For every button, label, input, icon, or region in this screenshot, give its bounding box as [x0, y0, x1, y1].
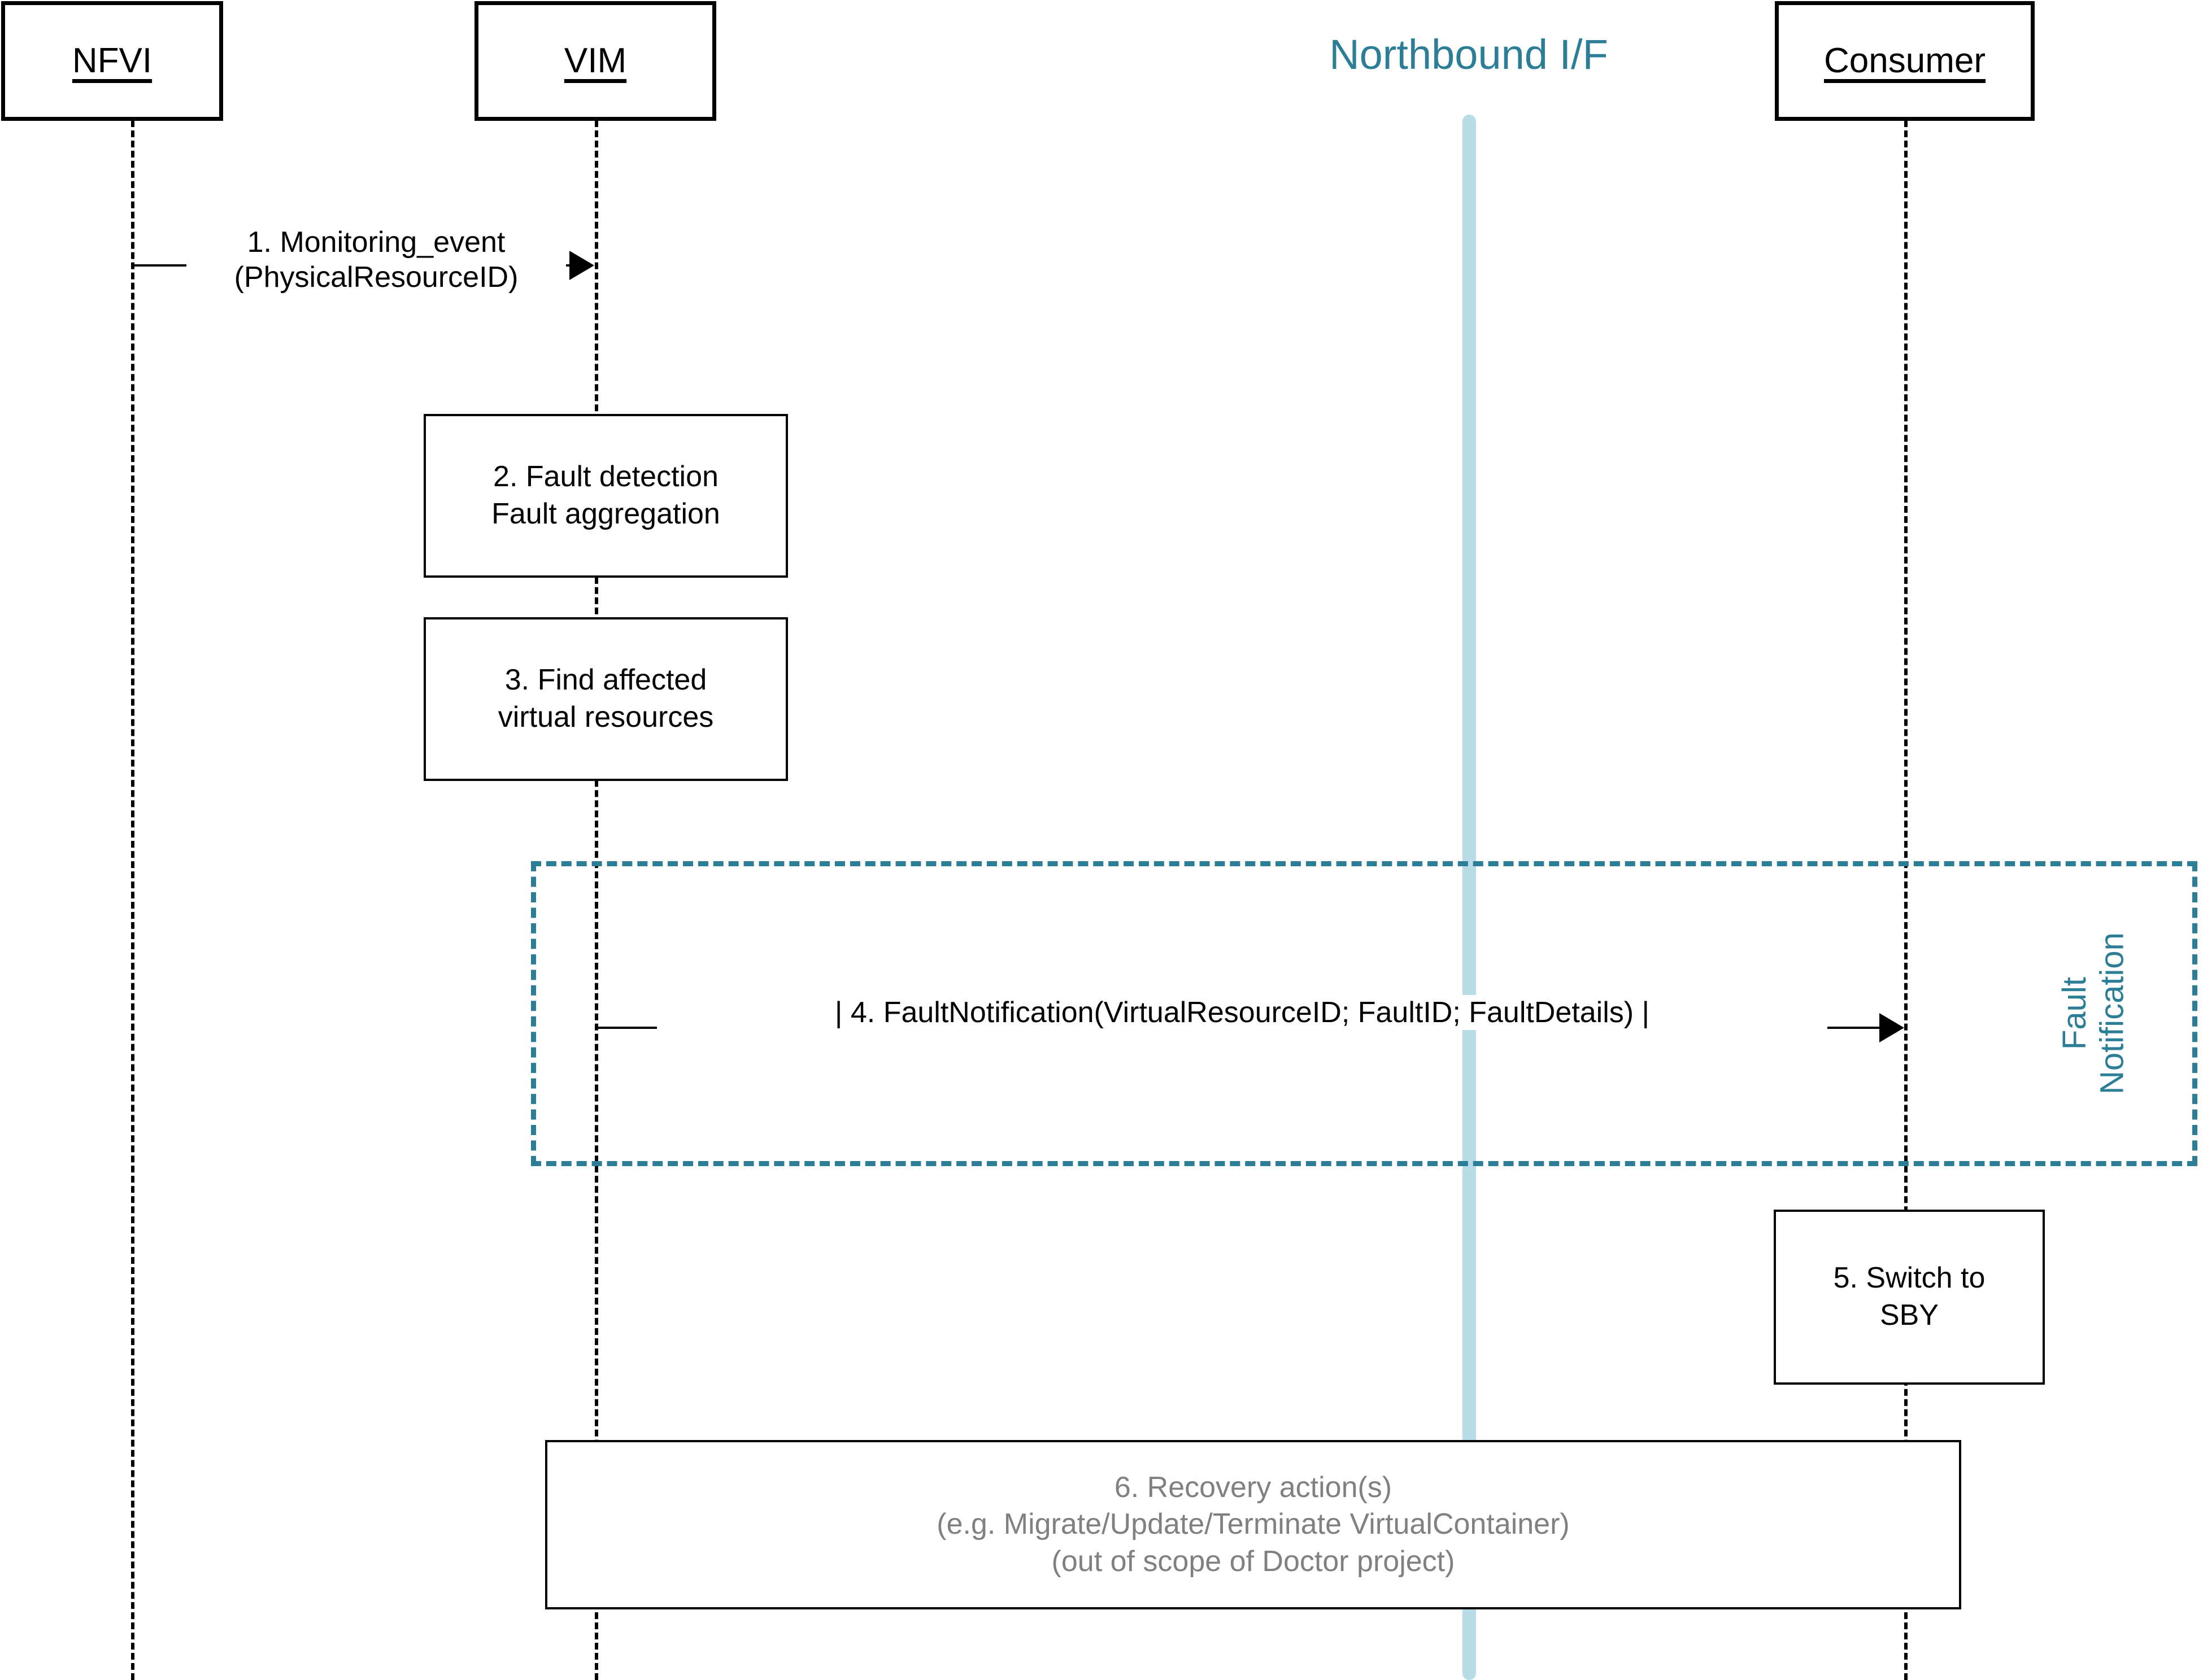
activity-box-find-affected-resources[interactable]: 3. Find affected virtual resources	[424, 617, 788, 781]
message-1-arrowhead	[569, 251, 594, 280]
activity-box-recovery-actions-line1: 6. Recovery action(s)	[1114, 1470, 1392, 1504]
lifeline-label-consumer: Consumer	[1824, 41, 1986, 80]
message-4-arrowhead	[1879, 1013, 1904, 1042]
activity-box-switch-to-sby-line2: SBY	[1879, 1299, 1939, 1332]
activity-box-recovery-actions[interactable]: 6. Recovery action(s) (e.g. Migrate/Upda…	[545, 1440, 1961, 1609]
message-1-label-line2: (PhysicalResourceID)	[234, 261, 519, 294]
lifeline-label-nfvi: NFVI	[72, 41, 153, 80]
fragment-fault-notification-label: Fault Notification	[2056, 932, 2131, 1095]
lifeline-head-nfvi[interactable]: NFVI	[1, 1, 223, 121]
lifeline-vim	[595, 120, 598, 1680]
lifeline-nfvi	[131, 120, 134, 1680]
activity-box-recovery-actions-line2: (e.g. Migrate/Update/Terminate VirtualCo…	[937, 1508, 1570, 1541]
activity-box-find-affected-resources-line2: virtual resources	[498, 701, 714, 734]
lifeline-label-vim: VIM	[564, 41, 627, 80]
lifeline-head-consumer[interactable]: Consumer	[1775, 1, 2035, 121]
message-1-label-line1: 1. Monitoring_event	[247, 226, 506, 259]
lifeline-head-vim[interactable]: VIM	[474, 1, 716, 121]
message-4-label: | 4. FaultNotification(VirtualResourceID…	[657, 995, 1827, 1031]
activity-box-fault-detection[interactable]: 2. Fault detection Fault aggregation	[424, 414, 788, 578]
message-4-label-line1: | 4. FaultNotification(VirtualResourceID…	[834, 996, 1650, 1029]
lifeline-consumer	[1904, 120, 1908, 1680]
activity-box-find-affected-resources-line1: 3. Find affected	[504, 664, 707, 697]
message-1-label: 1. Monitoring_event (PhysicalResourceID)	[186, 225, 566, 295]
activity-box-fault-detection-line2: Fault aggregation	[491, 498, 720, 530]
activity-box-fault-detection-line1: 2. Fault detection	[493, 460, 719, 494]
activity-box-switch-to-sby[interactable]: 5. Switch to SBY	[1774, 1210, 2045, 1385]
fragment-fault-notification[interactable]	[531, 861, 2197, 1166]
lifeline-northbound-interface	[1462, 115, 1476, 1680]
activity-box-switch-to-sby-line1: 5. Switch to	[1833, 1262, 1986, 1295]
activity-box-recovery-actions-line3: (out of scope of Doctor project)	[1051, 1544, 1455, 1578]
lifeline-label-northbound-interface: Northbound I/F	[1329, 31, 1608, 78]
